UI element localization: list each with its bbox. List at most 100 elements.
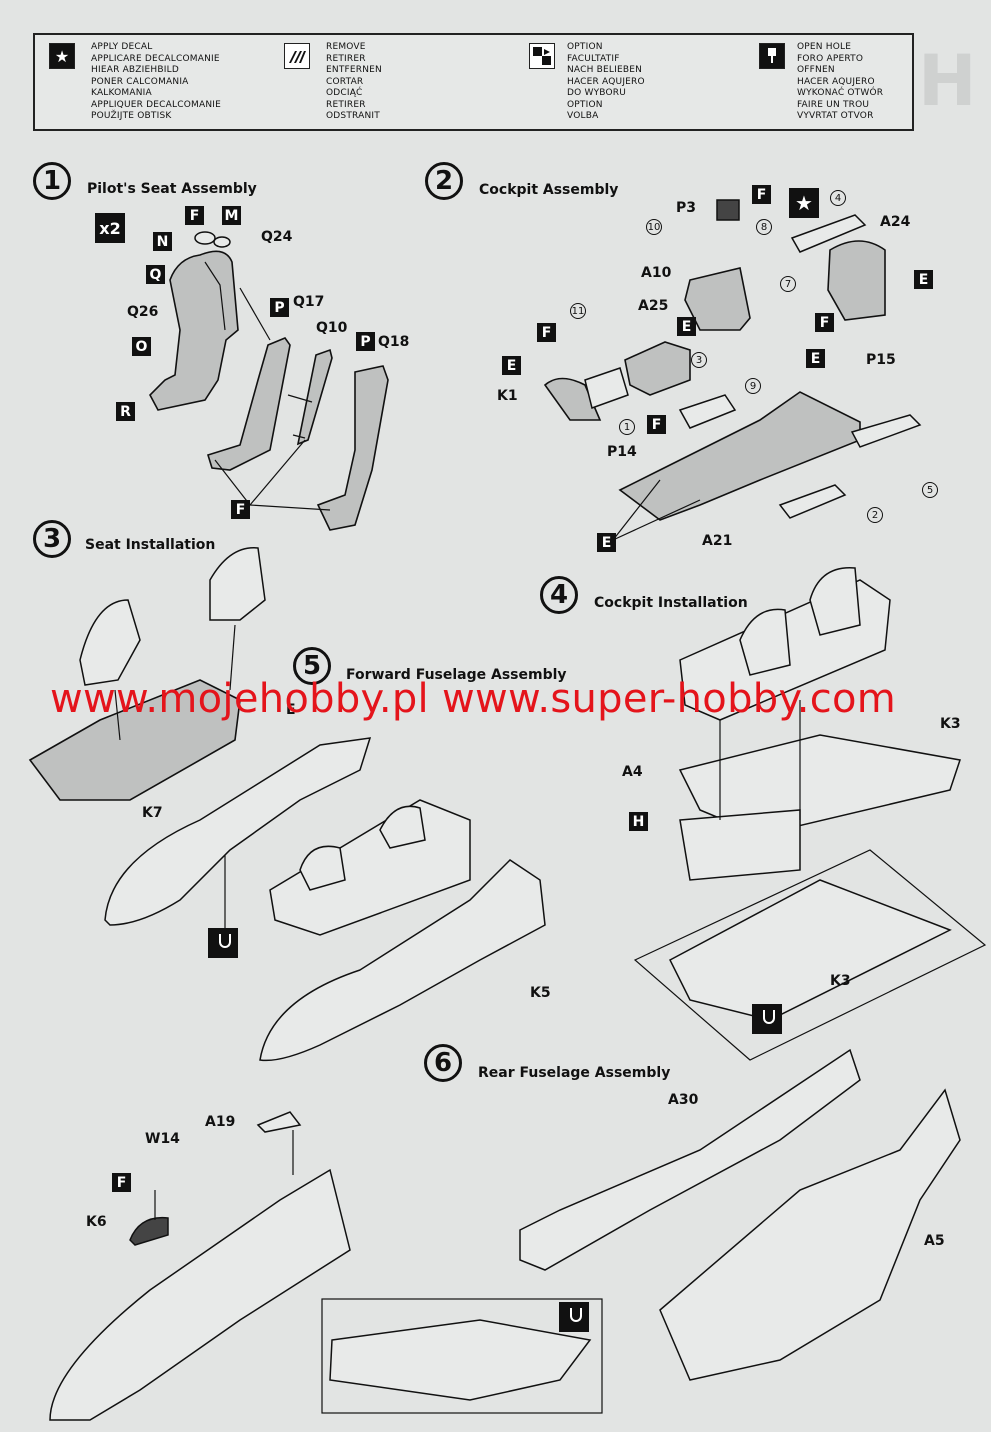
part-letter: E — [502, 356, 521, 375]
part-label: Q10 — [316, 320, 348, 336]
quantity-badge: x2 — [95, 213, 125, 243]
step-number: 4 — [540, 576, 578, 614]
legend-text: HIEAR ABZIEHBILD — [91, 65, 179, 75]
part-label: A4 — [622, 764, 643, 780]
part-letter: P — [270, 298, 289, 317]
step-title: Cockpit Assembly — [479, 182, 619, 198]
part-label: W14 — [145, 1131, 180, 1147]
legend-text: RETIRER — [326, 99, 366, 110]
part-letter: F — [647, 415, 666, 434]
legend-text: FORO APERTO — [797, 53, 864, 64]
part-label: K1 — [497, 388, 518, 404]
legend-text: OPTION — [567, 42, 603, 52]
step-title: Seat Installation — [85, 537, 216, 553]
part-label: E — [286, 702, 296, 718]
part-label: Q26 — [127, 304, 159, 320]
part-label: A21 — [702, 533, 733, 549]
cockpit-installation-drawing — [633, 567, 987, 1061]
decal-number: 8 — [756, 219, 772, 235]
legend-text: FACULTATIF — [567, 53, 620, 64]
legend-text: NACH BELIEBEN — [567, 65, 643, 75]
decal-number: 7 — [780, 276, 796, 292]
part-letter: E — [914, 270, 933, 289]
part-letter: F — [185, 206, 204, 225]
legend-text: DO WYBORU — [567, 88, 627, 98]
decal-number: 10 — [646, 219, 662, 235]
part-label: K3 — [940, 716, 961, 732]
decal-number: 4 — [830, 190, 846, 206]
decal-number: 9 — [745, 378, 761, 394]
part-label: Q18 — [378, 334, 410, 350]
legend-text: VOLBA — [567, 111, 599, 121]
part-letter: R — [116, 402, 135, 421]
legend-text: OFFNEN — [797, 65, 835, 75]
open-hole-icon — [208, 928, 238, 958]
legend-text: ODCIĄĆ — [326, 88, 363, 98]
part-label: A19 — [205, 1114, 236, 1130]
legend-text: CORTAR — [326, 76, 364, 87]
part-label: P3 — [676, 200, 697, 216]
legend-text: RETIRER — [326, 53, 366, 64]
pilot-seat-drawing — [149, 231, 389, 531]
part-label: K5 — [530, 985, 551, 1001]
step-number: 6 — [424, 1044, 462, 1082]
decal-number: 1 — [619, 419, 635, 435]
option-icon — [529, 43, 555, 69]
rear-fuselage-drawing — [49, 1048, 961, 1421]
legend-text: VYVRTAT OTVOR — [797, 111, 874, 121]
legend-text: ODSTRANIT — [326, 111, 380, 121]
open-hole-icon — [559, 1302, 589, 1332]
part-label: A25 — [638, 298, 669, 314]
legend-text: REMOVE — [326, 42, 366, 52]
part-letter: O — [132, 337, 151, 356]
step-title: Cockpit Installation — [594, 595, 748, 611]
legend-text: KALKOMANIA — [91, 88, 152, 98]
step-title: Forward Fuselage Assembly — [346, 667, 567, 683]
legend-text: FAIRE UN TROU — [797, 99, 870, 110]
part-letter: F — [231, 500, 250, 519]
legend-text: APPLY DECAL — [91, 42, 153, 52]
legend-text: ENTFERNEN — [326, 65, 382, 75]
seat-installation-drawing — [28, 547, 266, 801]
apply-decal-star-icon: ★ — [789, 188, 819, 218]
cut-icon — [284, 43, 310, 69]
decal-number: 2 — [867, 507, 883, 523]
part-letter: F — [815, 313, 834, 332]
shop-watermark: www.mojehobby.pl www.super-hobby.com — [50, 676, 897, 722]
legend-text: APPLICARE DECALCOMANIE — [91, 53, 220, 64]
step-number: 2 — [425, 162, 463, 200]
part-label: Q24 — [261, 229, 293, 245]
part-letter: F — [752, 185, 771, 204]
legend-text: PONER CALCOMANIA — [91, 76, 189, 87]
part-letter: Q — [146, 265, 165, 284]
legend-text: POUŽIJTE OBTISK — [91, 111, 172, 121]
part-letter: P — [356, 332, 375, 351]
forward-fuselage-drawing — [104, 737, 546, 1062]
part-letter: F — [112, 1173, 131, 1192]
step-number: 5 — [293, 647, 331, 685]
decal-number: 3 — [691, 352, 707, 368]
symbol-legend: ★ APPLY DECAL APPLICARE DECALCOMANIE HIE… — [33, 33, 914, 131]
part-label: A30 — [668, 1092, 699, 1108]
step-title: Pilot's Seat Assembly — [87, 181, 257, 197]
decal-number: 11 — [570, 303, 586, 319]
legend-text: APPLIQUER DECALCOMANIE — [91, 99, 221, 110]
open-hole-icon — [752, 1004, 782, 1034]
step-number: 3 — [33, 520, 71, 558]
part-label: A10 — [641, 265, 672, 281]
cockpit-drawing — [543, 199, 922, 541]
step-number: 1 — [33, 162, 71, 200]
part-label: K6 — [86, 1214, 107, 1230]
star-icon: ★ — [49, 43, 75, 69]
decal-number: 5 — [922, 482, 938, 498]
part-letter: N — [153, 232, 172, 251]
legend-text: WYKONAĆ OTWÓR — [797, 88, 884, 98]
page-letter-watermark: H — [918, 40, 977, 122]
part-label: K7 — [142, 805, 163, 821]
part-letter: E — [597, 533, 616, 552]
legend-text: OPEN HOLE — [797, 42, 852, 52]
part-letter: F — [537, 323, 556, 342]
part-label: Q17 — [293, 294, 325, 310]
part-letter: E — [806, 349, 825, 368]
part-letter: E — [677, 317, 696, 336]
